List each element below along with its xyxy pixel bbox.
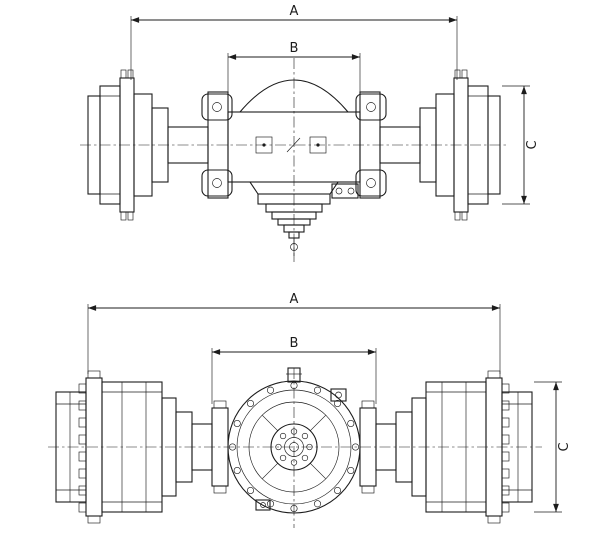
front-dimension-a: A — [87, 292, 501, 374]
top-left-hub — [87, 69, 209, 221]
front-right-hub — [359, 370, 533, 524]
front-view: A B C — [48, 292, 572, 528]
top-view-centerlines — [80, 58, 508, 262]
top-dimension-c: C — [502, 85, 540, 205]
top-dimension-b: B — [227, 41, 361, 108]
front-dim-a-label: A — [290, 292, 299, 307]
front-diff-carrier — [227, 367, 361, 514]
top-dimension-a: A — [130, 4, 458, 80]
front-view-centerlines — [48, 368, 542, 528]
front-dim-b-label: B — [290, 336, 299, 351]
top-view: A B C — [80, 4, 540, 262]
top-input-carrier — [248, 181, 359, 256]
front-left-hub — [55, 370, 229, 524]
top-dim-a-label: A — [290, 4, 299, 19]
front-dimension-b: B — [211, 336, 377, 404]
front-dimension-c: C — [534, 381, 572, 513]
top-left-spring-bracket — [201, 91, 233, 199]
top-dim-b-label: B — [290, 41, 299, 56]
top-right-hub — [379, 69, 501, 221]
top-dim-c-label: C — [525, 140, 540, 149]
front-dim-c-label: C — [557, 442, 572, 451]
